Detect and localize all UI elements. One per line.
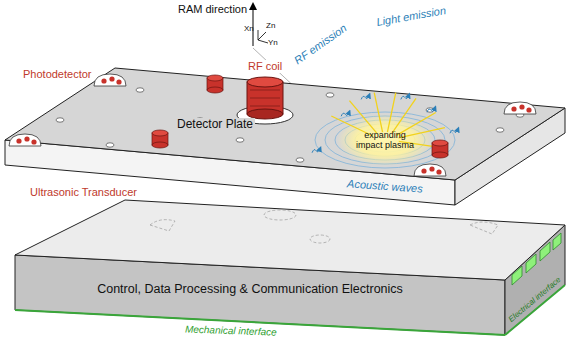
axis-z bbox=[258, 32, 266, 40]
emission-label: RF emission bbox=[292, 22, 349, 67]
electronics-box-outline bbox=[0, 195, 570, 343]
axis-y bbox=[258, 40, 268, 43]
node-label: expanding impact plasma bbox=[354, 130, 416, 151]
axis-x bbox=[258, 30, 259, 40]
interface-label: Mechanical interface bbox=[185, 323, 277, 338]
node-label: Detector Plate bbox=[175, 118, 255, 132]
emission-label: Light emission bbox=[375, 4, 446, 29]
electronics-box: Control, Data Processing & Communication… bbox=[0, 195, 570, 343]
part-label: Photodetector bbox=[22, 68, 93, 81]
axis-label: Xn bbox=[244, 24, 254, 33]
node-label: Control, Data Processing & Communication… bbox=[40, 282, 460, 296]
part-label: RF coil bbox=[247, 60, 283, 73]
impact-plasma: expanding impact plasma bbox=[345, 120, 425, 160]
axis-label: Zn bbox=[266, 21, 275, 30]
direction-label: RAM direction bbox=[178, 3, 247, 16]
axis-label: Yn bbox=[268, 38, 278, 47]
part-label: Ultrasonic Transducer bbox=[30, 186, 137, 199]
